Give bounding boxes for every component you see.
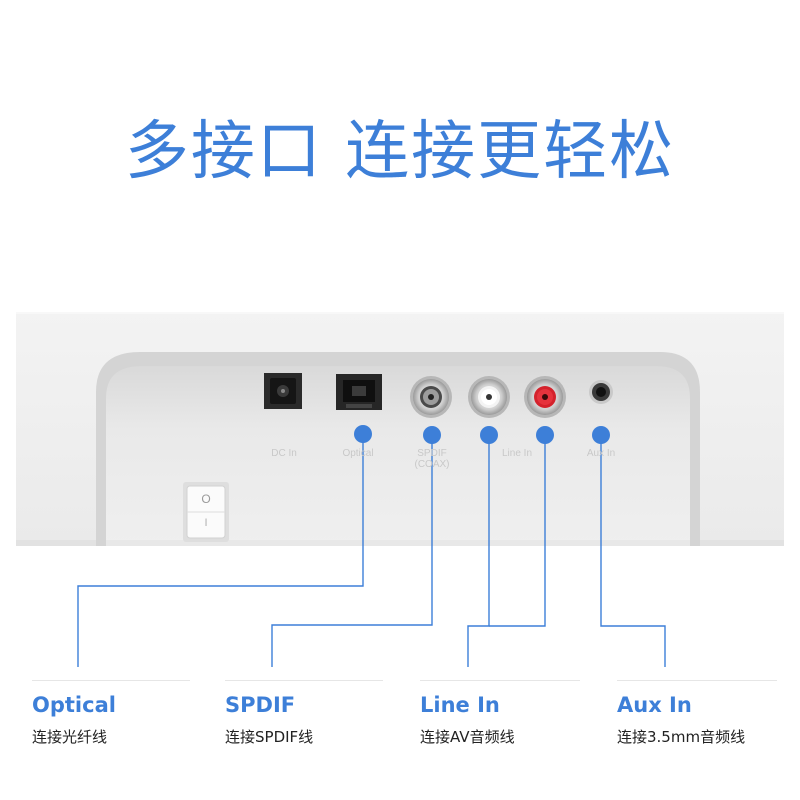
power-switch	[183, 482, 229, 542]
port-label-line-in: Line In	[501, 448, 533, 459]
feature-divider	[32, 680, 190, 681]
feature-optical: Optical 连接光纤线	[32, 680, 190, 747]
feature-divider	[617, 680, 777, 681]
feature-spdif: SPDIF 连接SPDIF线	[225, 680, 383, 747]
dc-in-port	[264, 373, 302, 409]
optical-port	[336, 374, 382, 410]
switch-off-symbol: O	[201, 492, 211, 506]
marker-optical	[354, 425, 372, 443]
headline: 多接口 连接更轻松	[124, 115, 676, 189]
marker-aux	[592, 426, 610, 444]
port-markers	[354, 425, 610, 444]
port-label-spdif-coax: (COAX)	[414, 459, 450, 470]
marker-line-in-left	[480, 426, 498, 444]
feature-title: Line In	[420, 693, 500, 717]
aux-in-port	[589, 380, 613, 404]
feature-title: SPDIF	[225, 693, 296, 717]
feature-description: 连接3.5mm音频线	[617, 728, 746, 746]
feature-line-in: Line In 连接AV音频线	[420, 680, 580, 747]
spdif-coax-port	[410, 376, 452, 418]
marker-line-in-right	[536, 426, 554, 444]
feature-divider	[420, 680, 580, 681]
feature-aux-in: Aux In 连接3.5mm音频线	[617, 680, 777, 747]
marker-spdif	[423, 426, 441, 444]
port-label-aux-in: Aux In	[586, 448, 616, 459]
feature-title: Optical	[32, 693, 116, 717]
line-in-right-port	[524, 376, 566, 418]
feature-description: 连接光纤线	[32, 728, 108, 746]
line-in-left-port	[468, 376, 510, 418]
feature-title: Aux In	[617, 693, 692, 717]
port-label-dc-in: DC In	[271, 448, 297, 459]
feature-divider	[225, 680, 383, 681]
switch-on-symbol: I	[204, 517, 208, 529]
port-label-optical: Optical	[342, 448, 374, 459]
port-label-spdif: SPDIF	[417, 448, 447, 459]
callout-lines	[77, 436, 666, 667]
feature-description: 连接AV音频线	[420, 728, 515, 746]
feature-description: 连接SPDIF线	[225, 728, 314, 746]
